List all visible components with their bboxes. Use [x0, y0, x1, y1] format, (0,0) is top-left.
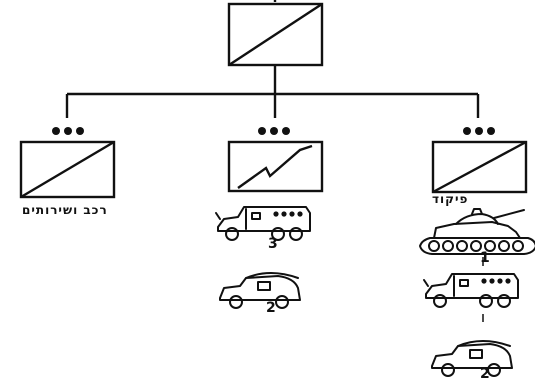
- signal-jeep-count: 2: [266, 300, 276, 316]
- services-company-dots: [52, 127, 84, 135]
- connector-lines: [65, 0, 480, 118]
- signal-jeep-icon: [219, 272, 301, 309]
- signal-armored-car-icon: [215, 206, 311, 241]
- command-apc-count: 1: [480, 250, 490, 266]
- command-jeep-icon: [431, 340, 513, 377]
- command-unit-symbol: [431, 140, 528, 194]
- services-label: רכב ושירותים: [22, 203, 108, 217]
- hq-unit-symbol: [227, 2, 324, 67]
- command-armored-car-icon: [423, 273, 519, 308]
- signal-apc-count: 3: [268, 236, 278, 252]
- command-tank-icon: [419, 208, 535, 255]
- command-label: פיקוד: [432, 192, 469, 206]
- services-unit-symbol: [19, 140, 116, 199]
- command-jeep-count: 2: [480, 366, 490, 382]
- command-company-dots: [463, 127, 495, 135]
- signal-company-dots: [258, 127, 290, 135]
- signal-unit-symbol: [227, 140, 324, 193]
